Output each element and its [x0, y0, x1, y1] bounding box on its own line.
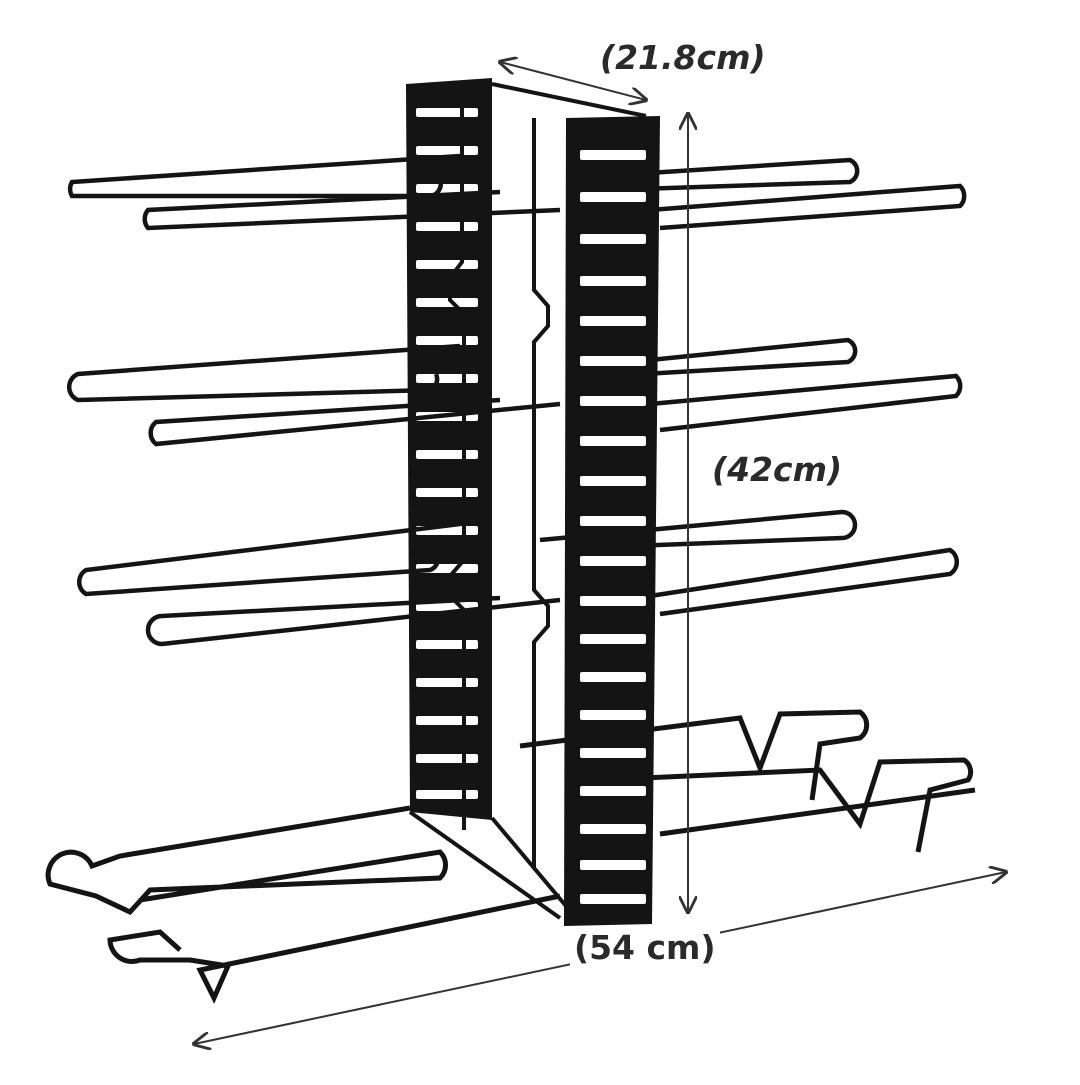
left-shelves — [67, 153, 561, 647]
height-dimension-label: (42cm) — [708, 450, 847, 489]
width-dimension-label: (54 cm) — [570, 928, 720, 967]
front-panel — [564, 116, 660, 926]
depth-arrow — [500, 62, 646, 100]
base-wires — [45, 709, 976, 1004]
back-panel — [406, 78, 492, 820]
depth-dimension-label: (21.8cm) — [596, 38, 770, 77]
right-shelves — [539, 157, 967, 617]
